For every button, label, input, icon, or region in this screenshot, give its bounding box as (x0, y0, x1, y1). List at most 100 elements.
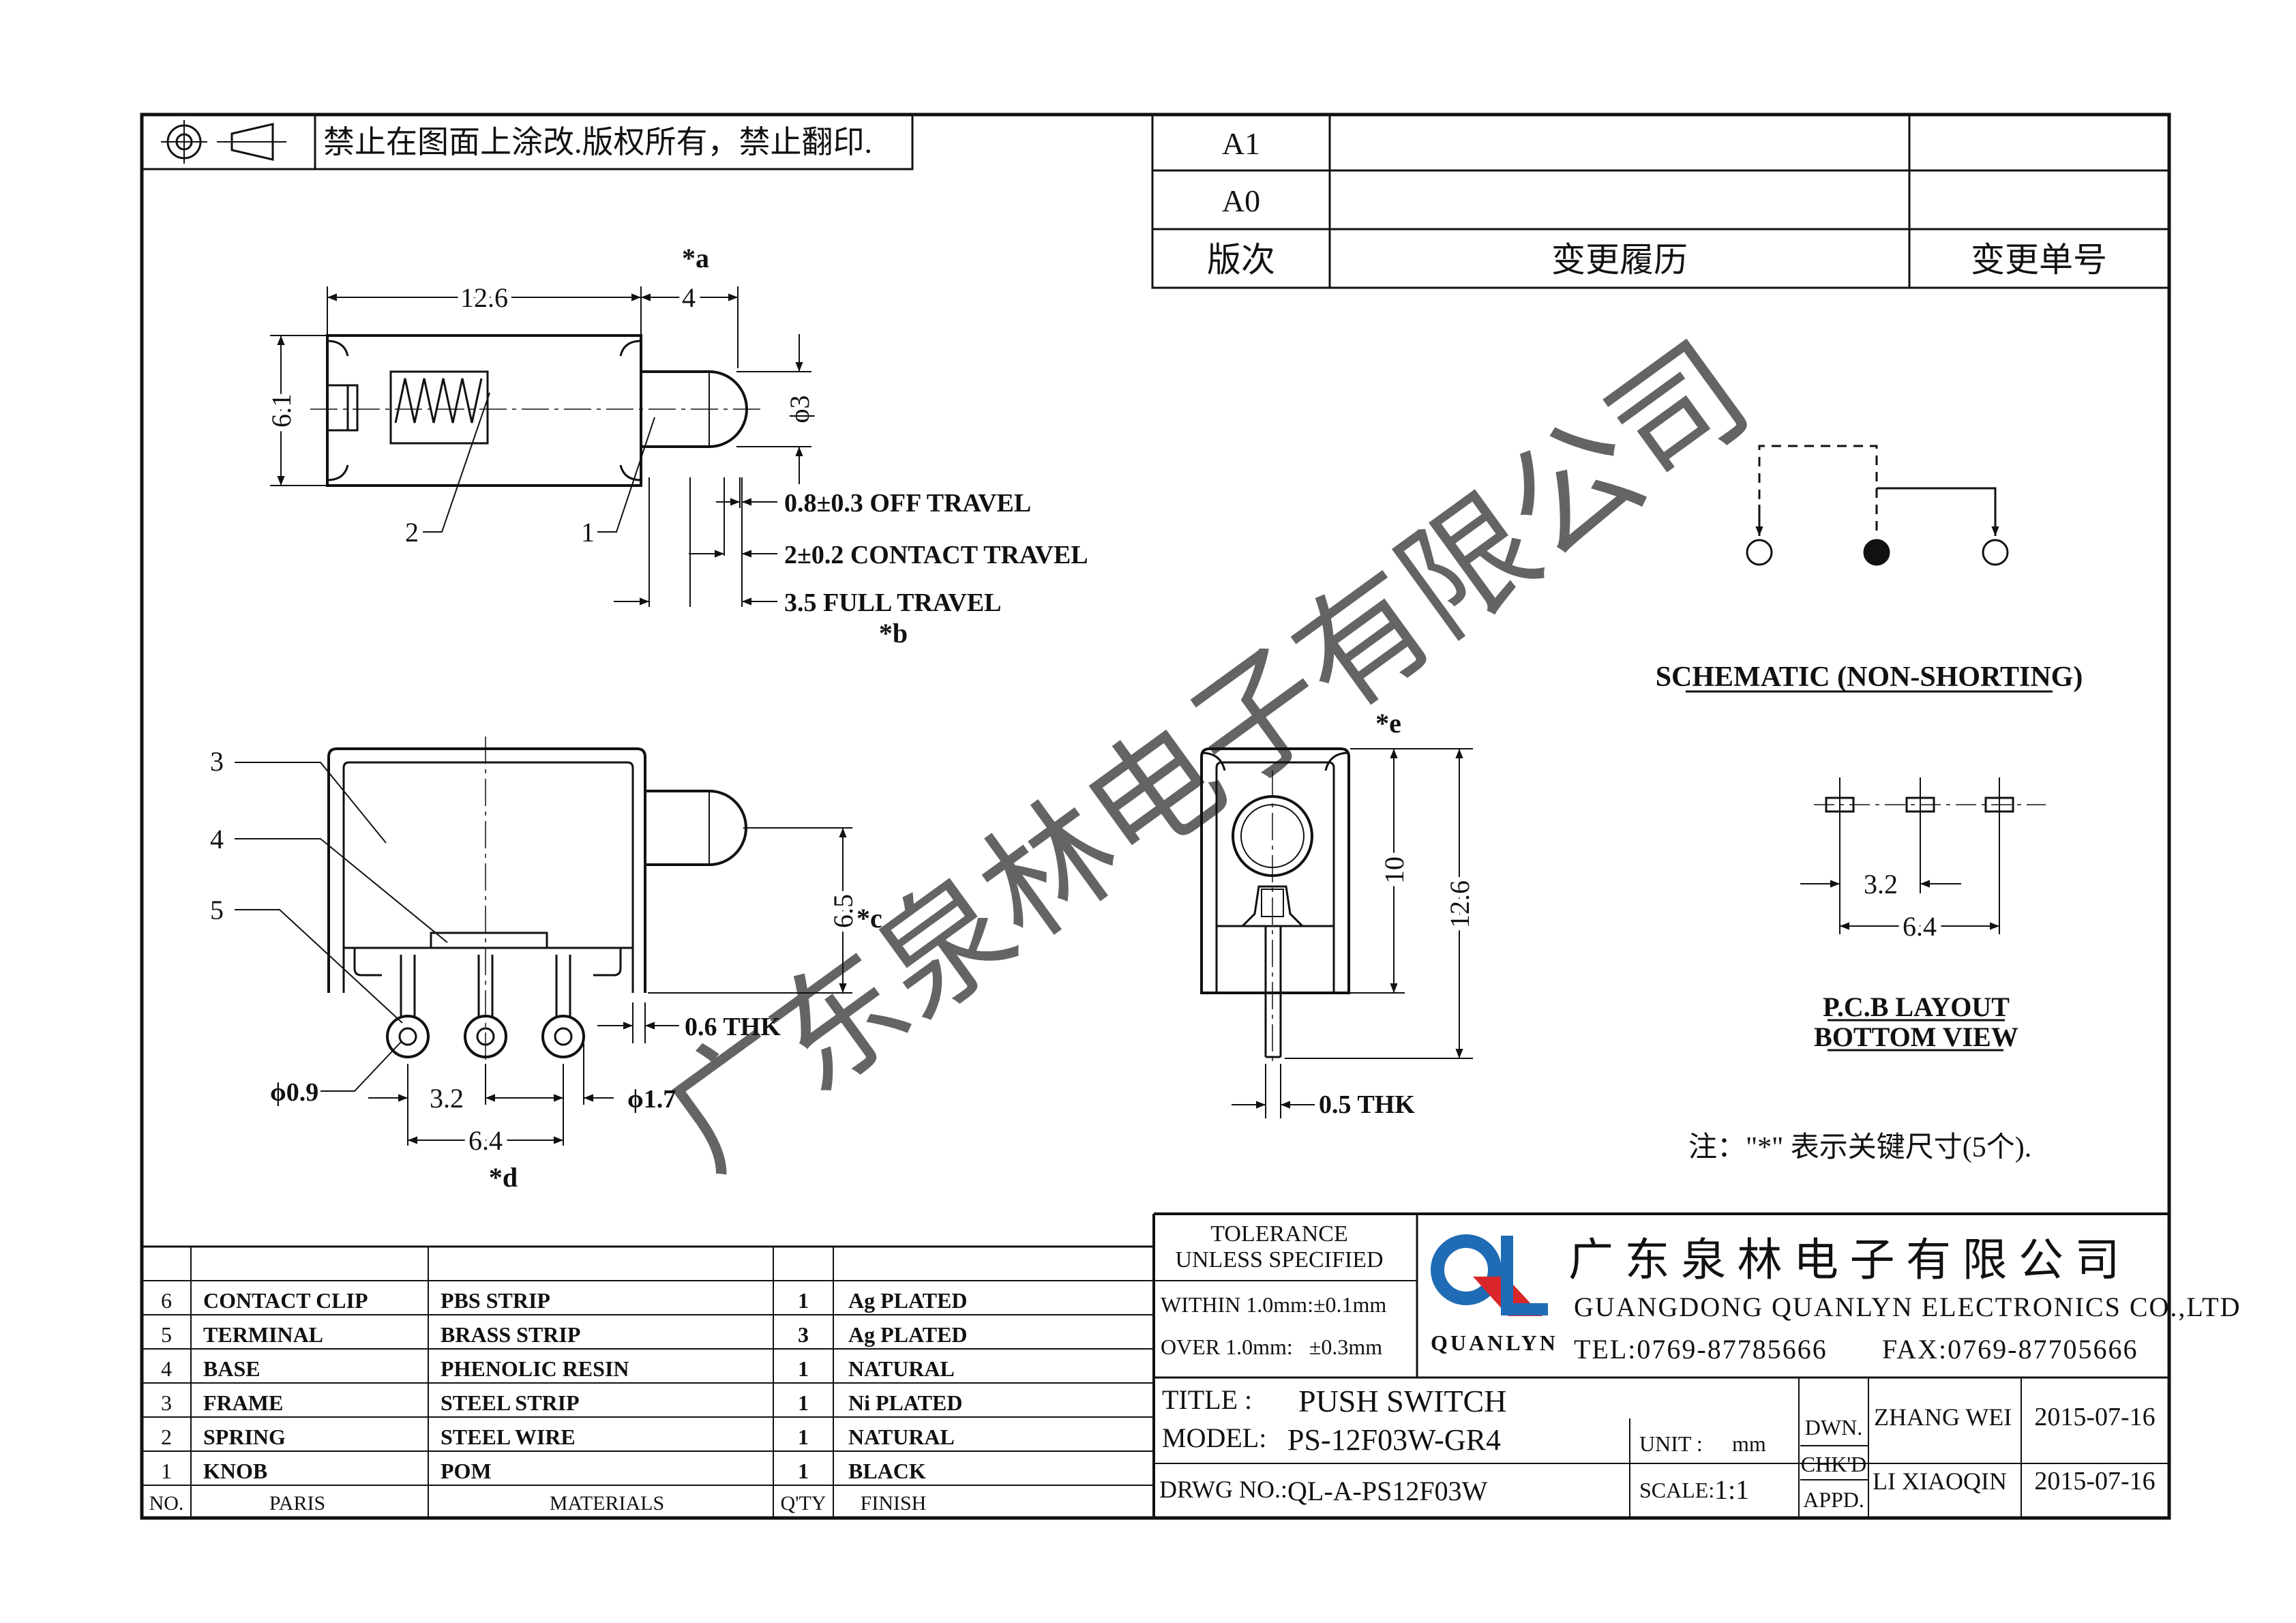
spring (389, 370, 489, 445)
hole-dia-0-9: ϕ0.9 (270, 1078, 318, 1107)
bom-finish: BLACK (848, 1459, 926, 1483)
dim-height-6-5: 6.5 (828, 894, 859, 928)
top-view-labels: 12.6 4 *a 6.1 ϕ3 2 1 0.8±0.3 OFF TRAVEL … (261, 243, 1088, 649)
bom-finish: Ni PLATED (848, 1390, 962, 1415)
drawing-number-value: QL-A-PS12F03W (1287, 1476, 1488, 1506)
terminal-node-right (1982, 539, 2009, 566)
checked-label: CHK'D (1801, 1452, 1866, 1476)
bom-no: 2 (161, 1425, 172, 1449)
pcb-layout (1800, 777, 2046, 1052)
bom-part: CONTACT CLIP (203, 1288, 368, 1313)
top-view (270, 286, 811, 607)
company-tel: TEL:0769-87785666 (1574, 1334, 1828, 1365)
company-fax: FAX:0769-87705666 (1882, 1334, 2138, 1365)
dim-height-12-6: 12.6 (1444, 880, 1475, 928)
company-name-cn: 广 东 泉 林 电 子 有 限 公 司 (1568, 1236, 2120, 1285)
drawn-date: 2015-07-16 (2034, 1403, 2155, 1431)
bom-qty: 1 (798, 1459, 809, 1483)
key-mark-a: *a (682, 243, 709, 273)
terminal-node-left (1746, 539, 1773, 566)
notice-box: 禁止在图面上涂改.版权所有，禁止翻印. (140, 113, 914, 170)
full-travel-label: 3.5 FULL TRAVEL (784, 589, 1002, 617)
bom-material: BRASS STRIP (441, 1322, 580, 1347)
bom-header-finish: FINISH (861, 1492, 927, 1515)
schematic-diagram (1686, 445, 2053, 693)
drawn-by: ZHANG WEI (1874, 1403, 2012, 1431)
bom-qty: 1 (798, 1390, 809, 1415)
terminal-right (541, 955, 585, 1058)
bom-header-qty: Q'TY (780, 1492, 826, 1515)
approved-label: APPD. (1803, 1487, 1864, 1512)
rev-header-version: 版次 (1207, 241, 1275, 279)
model-value: PS-12F03W-GR4 (1287, 1423, 1501, 1457)
company-logo: QUANLYN (1431, 1234, 1555, 1355)
bom-material: STEEL STRIP (441, 1390, 580, 1415)
pcb-title-line-2: BOTTOM VIEW (1814, 1022, 2018, 1052)
key-mark-b: *b (879, 618, 908, 649)
terminal-left (386, 955, 430, 1058)
side-view-labels: *e 10 12.6 0.5 THK (1319, 708, 1480, 1119)
callout-1: 1 (581, 517, 595, 548)
bom-no: 6 (161, 1288, 172, 1313)
title-value: PUSH SWITCH (1298, 1384, 1506, 1418)
key-mark-c: *c (856, 903, 882, 934)
bom-rows: 6 CONTACT CLIP PBS STRIP 1 Ag PLATED 5 T… (149, 1288, 968, 1515)
pitch-6-4: 6.4 (468, 1125, 503, 1156)
pcb-title-line-1: P.C.B LAYOUT (1823, 992, 2010, 1022)
tolerance-title-1: TOLERANCE (1210, 1221, 1347, 1247)
checked-date: 2015-07-16 (2034, 1467, 2155, 1495)
checked-by: LI XIAOQIN (1873, 1468, 2007, 1495)
bom-part: KNOB (203, 1459, 267, 1483)
pcb-pitch-3-2: 3.2 (1864, 869, 1898, 899)
callout-5: 5 (210, 895, 224, 925)
pcb-pitch-6-4: 6.4 (1903, 911, 1937, 942)
unit-label: UNIT : (1639, 1431, 1703, 1456)
callout-4: 4 (210, 824, 224, 854)
rev-header-history: 变更履历 (1551, 241, 1688, 279)
tolerance-title-2: UNLESS SPECIFIED (1175, 1247, 1383, 1272)
tolerance-over: OVER 1.0mm: ±0.3mm (1161, 1335, 1382, 1359)
bom-no: 1 (161, 1459, 172, 1483)
scale-label: SCALE: (1639, 1478, 1714, 1502)
scale-value: 1:1 (1714, 1474, 1749, 1505)
bom-qty: 3 (798, 1322, 809, 1347)
rev-a0: A0 (1222, 183, 1260, 218)
bill-of-materials (142, 1245, 1154, 1518)
key-dimension-note: 注："*" 表示关键尺寸(5个). (1688, 1131, 2031, 1163)
bom-header-material: MATERIALS (550, 1492, 664, 1515)
terminal-node-common (1863, 539, 1890, 566)
bom-finish: NATURAL (848, 1425, 955, 1449)
watermark: 广东泉林电子有限公司 (642, 318, 1774, 1196)
bom-part: SPRING (203, 1425, 286, 1449)
bom-row: 2 SPRING STEEL WIRE 1 NATURAL (161, 1425, 955, 1449)
bom-material: STEEL WIRE (441, 1425, 576, 1449)
bom-qty: 1 (798, 1425, 809, 1449)
unit-value: mm (1732, 1431, 1766, 1456)
bom-header: NO. PARIS MATERIALS Q'TY FINISH (149, 1492, 927, 1515)
notice-text: 禁止在图面上涂改.版权所有，禁止翻印. (323, 125, 872, 160)
drawing-number-label: DRWG NO.: (1159, 1476, 1287, 1503)
side-view (1200, 747, 1473, 1118)
dim-height-10: 10 (1379, 857, 1410, 884)
bom-part: BASE (203, 1356, 260, 1381)
bom-row: 1 KNOB POM 1 BLACK (161, 1459, 926, 1483)
title-block (1152, 1212, 2169, 1518)
key-mark-d: *d (489, 1162, 518, 1193)
schematic-title: SCHEMATIC (NON-SHORTING) (1656, 661, 2083, 693)
bom-material: POM (441, 1459, 492, 1483)
bom-finish: Ag PLATED (848, 1322, 968, 1347)
front-view (235, 736, 852, 1146)
dim-length-12-6: 12.6 (460, 282, 508, 313)
hole-dia-1-7: ϕ1.7 (627, 1085, 676, 1114)
projection-symbol-icon (161, 120, 286, 164)
company-name-en: GUANGDONG QUANLYN ELECTRONICS CO.,LTD (1574, 1292, 2241, 1322)
callout-2: 2 (405, 517, 419, 548)
bom-row: 5 TERMINAL BRASS STRIP 3 Ag PLATED (161, 1322, 968, 1347)
bom-part: TERMINAL (203, 1322, 323, 1347)
title-block-text: TOLERANCE UNLESS SPECIFIED WITHIN 1.0mm:… (1159, 1221, 2241, 1512)
terminal-thk-0-6: 0.6 THK (685, 1013, 781, 1041)
bom-material: PHENOLIC RESIN (441, 1356, 629, 1381)
bom-header-part: PARIS (269, 1492, 325, 1515)
terminal-thk-0-5: 0.5 THK (1319, 1090, 1415, 1119)
